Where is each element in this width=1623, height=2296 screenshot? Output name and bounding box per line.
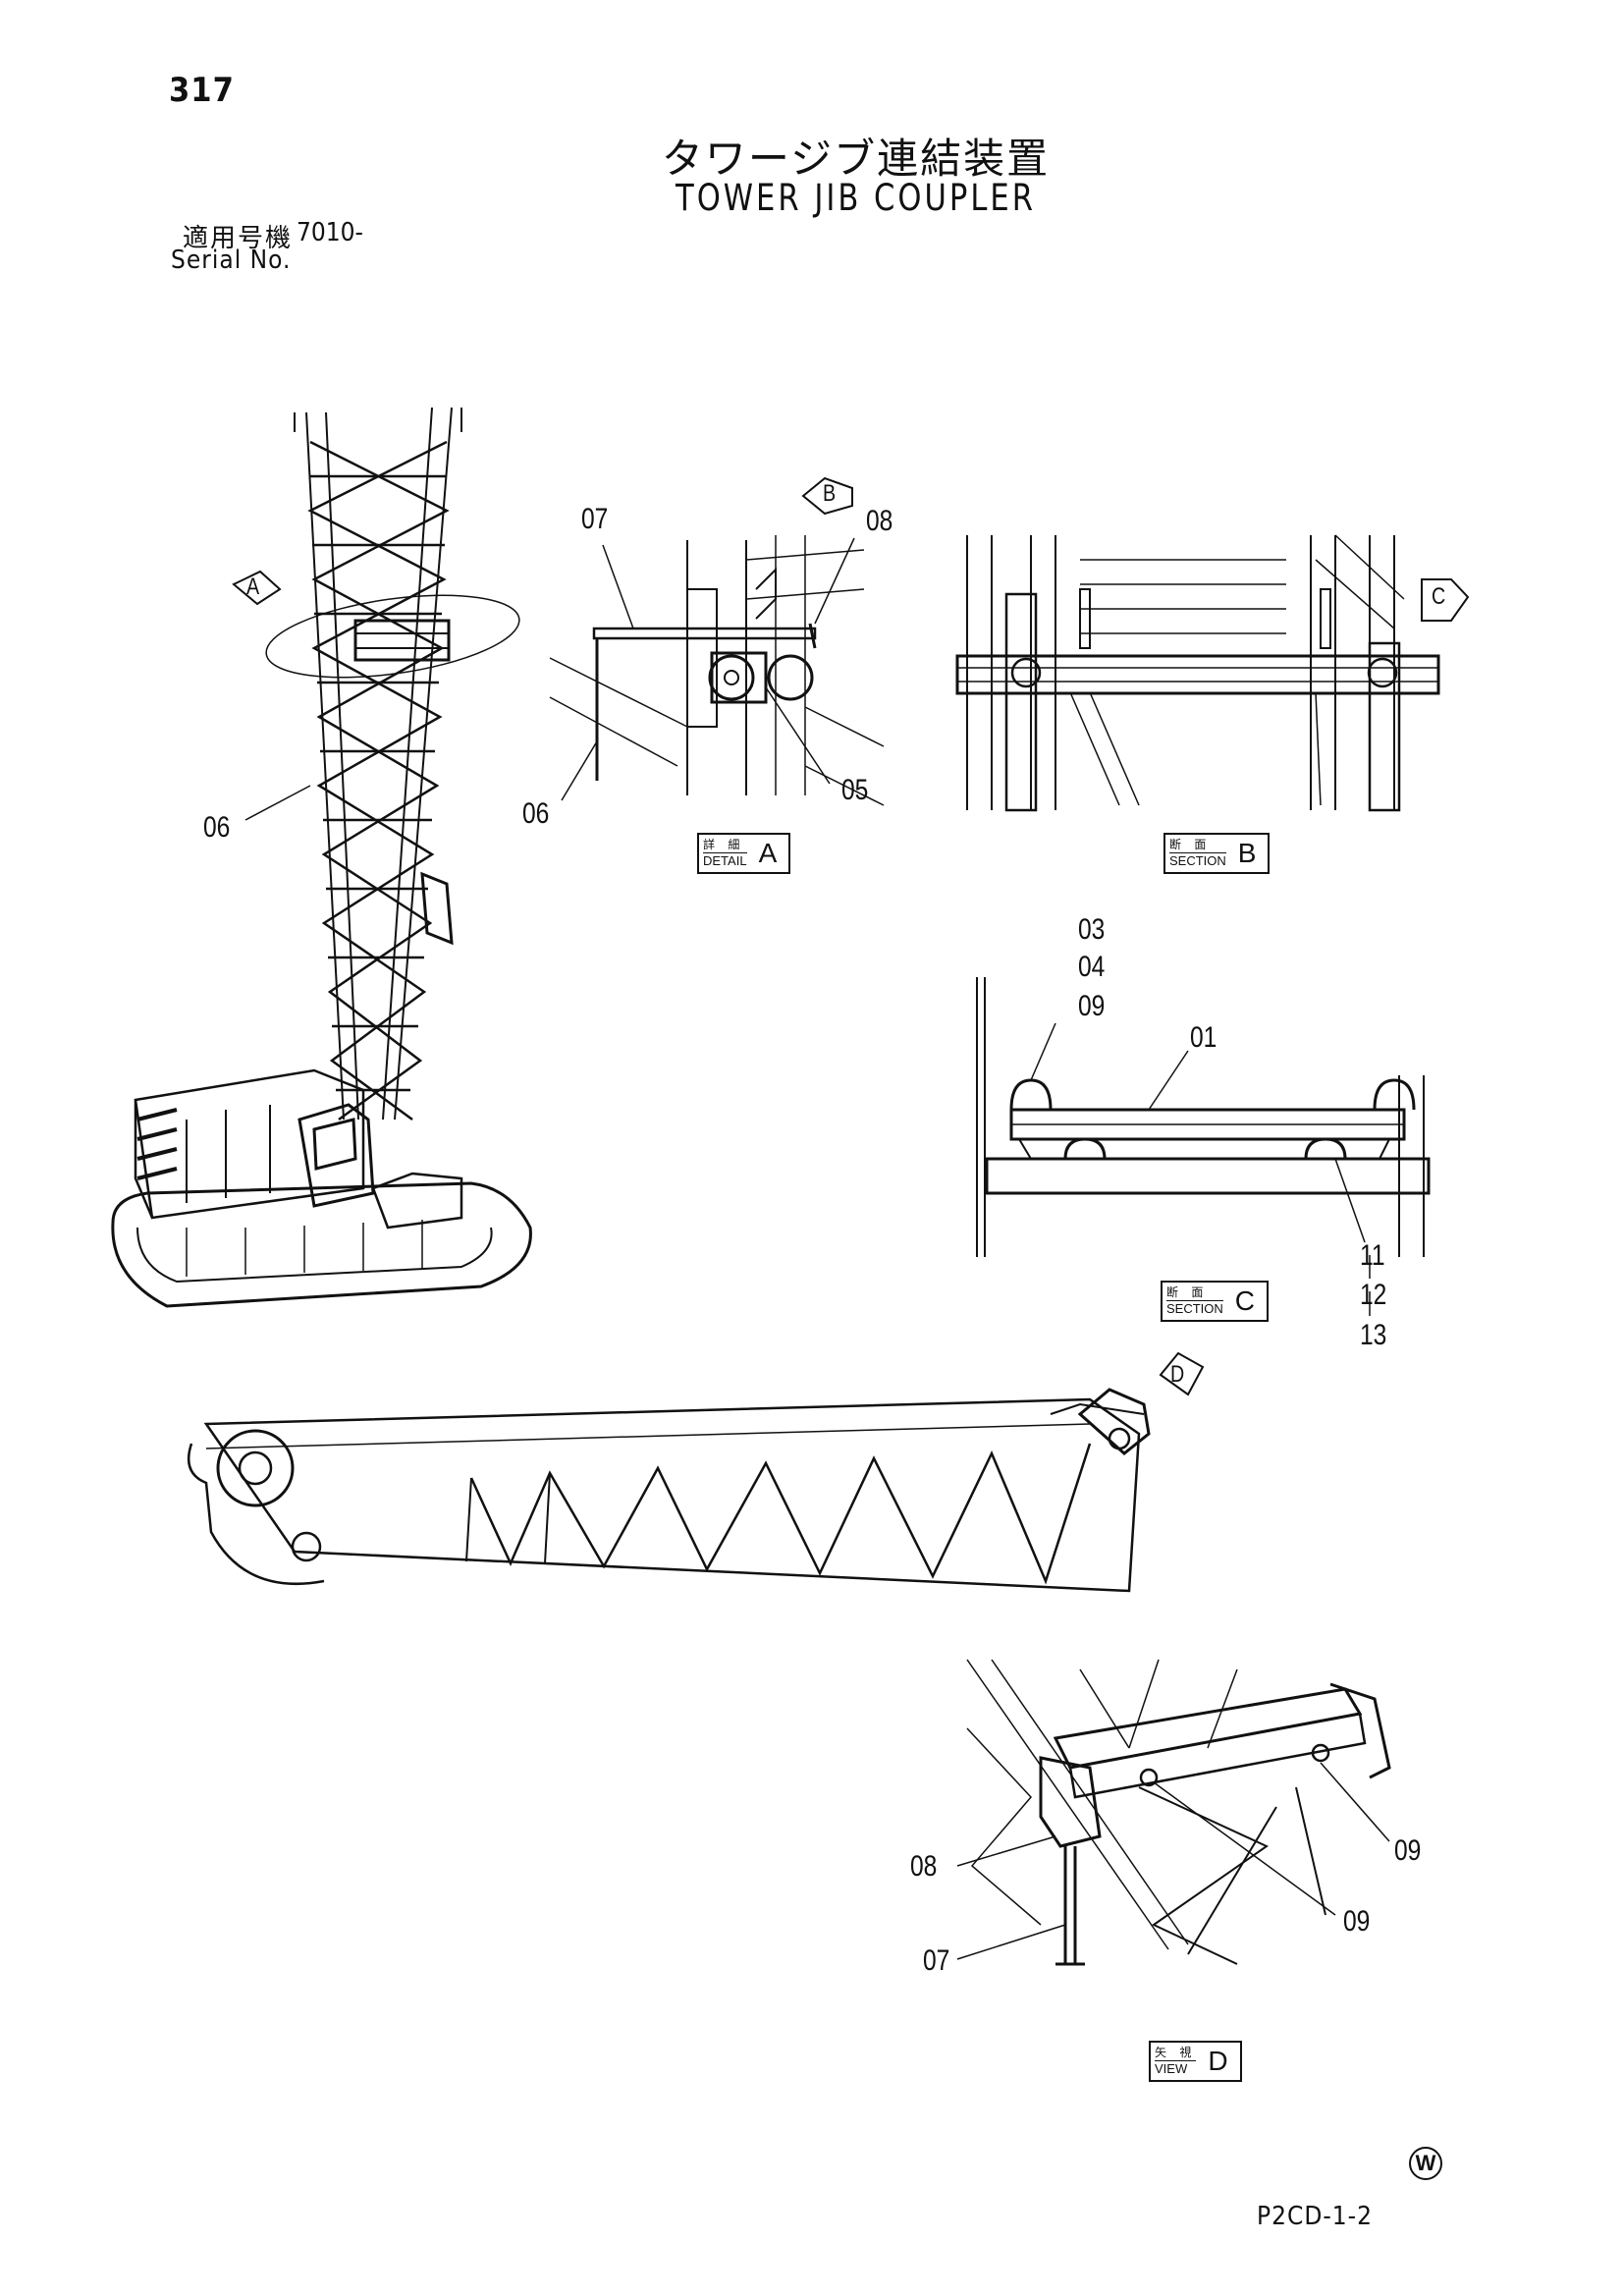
- callout-view-d-08: 08: [910, 1850, 938, 1883]
- page-title-jp: タワージブ連結装置: [661, 136, 1051, 182]
- callout-view-d-09-center: 09: [1343, 1905, 1371, 1938]
- marker-b-label: B: [823, 480, 837, 507]
- detail-a-tag-jp: 詳 細: [703, 838, 747, 853]
- serial-value: 7010-: [297, 218, 363, 247]
- marker-a-arrow: [232, 570, 282, 606]
- crane-boom-drawing: [111, 407, 532, 1308]
- section-c-tag-jp: 断 面: [1166, 1285, 1223, 1301]
- leader-lines: [244, 537, 1390, 1960]
- callout-section-c-09: 09: [1078, 990, 1106, 1022]
- view-d-tag-letter: D: [1208, 2046, 1228, 2076]
- section-b-tag-letter: B: [1237, 838, 1257, 868]
- view-d-tag-jp: 矢 視: [1155, 2046, 1197, 2061]
- marker-a-label: A: [246, 574, 260, 600]
- callout-detail-07: 07: [581, 503, 609, 535]
- section-b-drawing: [955, 534, 1440, 812]
- page-number: 317: [169, 71, 235, 110]
- serial-label-jp: 適用号機: [183, 223, 294, 252]
- section-b-tag-jp: 断 面: [1169, 838, 1226, 853]
- marker-d-arrow: [1159, 1351, 1205, 1396]
- view-d-tag-en: VIEW: [1155, 2061, 1188, 2076]
- view-arrows: [232, 476, 1470, 1396]
- callout-section-c-01: 01: [1190, 1021, 1217, 1054]
- detail-a-drawing: [549, 535, 885, 806]
- callout-section-c-11: 11: [1360, 1239, 1385, 1272]
- serial-label-en: Serial No.: [171, 246, 292, 275]
- detail-a-tag-en: DETAIL: [703, 853, 747, 868]
- marker-c-label: C: [1432, 583, 1446, 610]
- callout-section-c-04: 04: [1078, 951, 1106, 983]
- document-code: P2CD-1-2: [1257, 2202, 1373, 2231]
- marker-d-label: D: [1170, 1361, 1185, 1388]
- view-d-drawing: [966, 1659, 1391, 1966]
- page-title-en: TOWER JIB COUPLER: [676, 177, 1036, 220]
- w-mark: W: [1409, 2147, 1442, 2180]
- section-b-tag-en: SECTION: [1169, 853, 1226, 868]
- tower-jib-drawing: [187, 1388, 1151, 1593]
- callout-section-c-12: 12: [1360, 1279, 1387, 1311]
- callout-view-d-09-right: 09: [1394, 1834, 1422, 1867]
- section-c-drawing: [976, 977, 1431, 1257]
- callout-section-c-03: 03: [1078, 913, 1106, 946]
- detail-a-tag-letter: A: [758, 838, 778, 868]
- section-c-tag-letter: C: [1234, 1285, 1256, 1316]
- section-c-tag-en: SECTION: [1166, 1301, 1223, 1316]
- callout-detail-08: 08: [866, 505, 893, 537]
- marker-b-arrow: [801, 476, 853, 516]
- marker-c-arrow: [1421, 578, 1470, 622]
- callout-view-d-07: 07: [923, 1944, 950, 1977]
- callout-detail-06: 06: [522, 797, 550, 830]
- callout-main-06: 06: [203, 811, 231, 844]
- callout-section-c-13: 13: [1360, 1319, 1387, 1351]
- callout-detail-05: 05: [841, 774, 869, 806]
